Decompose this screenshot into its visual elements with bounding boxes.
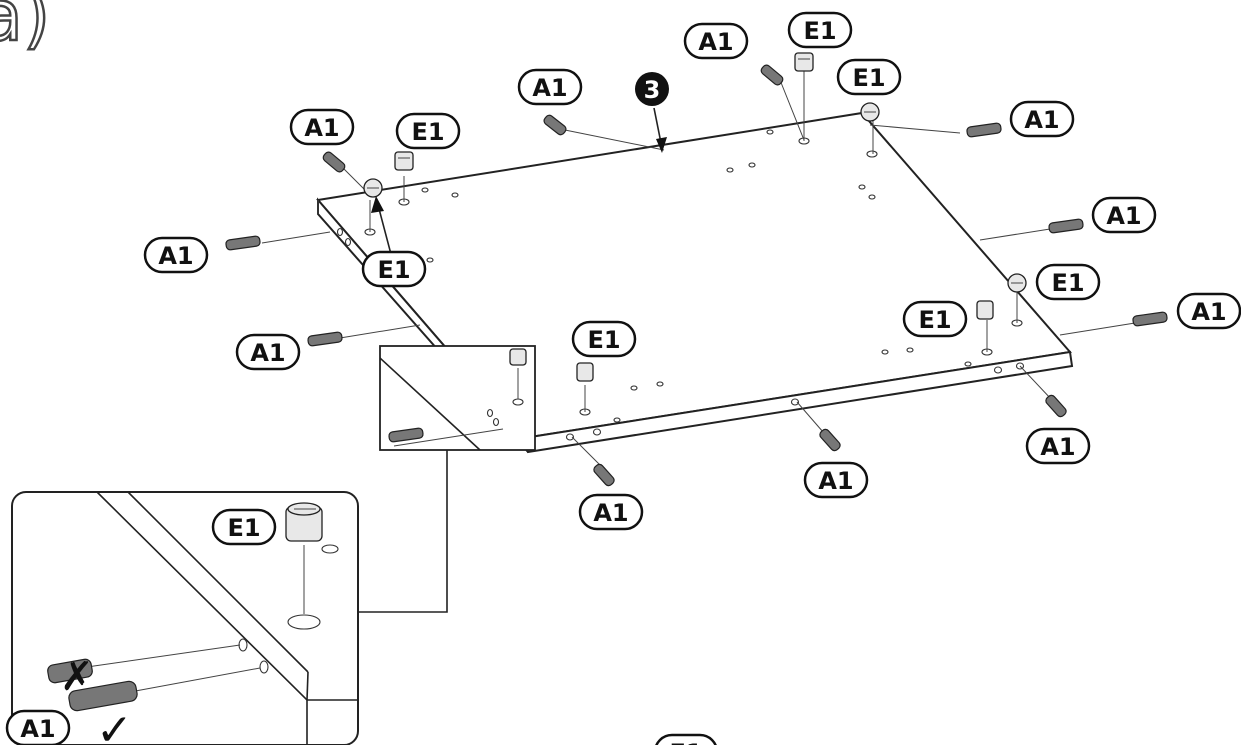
dowel-icon — [543, 114, 567, 136]
dowel-icon — [966, 122, 1002, 138]
part-label-text: E1 — [1051, 269, 1084, 297]
detail-inset: ✗ ✓ — [11, 491, 359, 745]
step-marker: 3 — [635, 72, 669, 153]
dowel-icon — [819, 428, 841, 452]
cam-lock-icon — [1007, 273, 1027, 293]
cam-lock-icon — [576, 362, 594, 382]
part-label-a1: A1 — [235, 333, 301, 371]
cam-locks — [363, 52, 1027, 382]
part-label-text: A1 — [818, 467, 853, 495]
dowel-icon — [307, 331, 343, 347]
part-label-bottom-partial: E1 — [655, 733, 717, 745]
part-label-text: A1 — [20, 715, 55, 743]
cam-lock-icon — [394, 151, 414, 171]
part-label-text: A1 — [250, 339, 285, 367]
part-label-text: E1 — [587, 326, 620, 354]
part-label-a1: A1 — [5, 709, 71, 745]
part-label-text: A1 — [532, 74, 567, 102]
part-label-e1: E1 — [902, 300, 968, 338]
part-label-e1: E1 — [361, 250, 427, 288]
part-label-text: A1 — [1024, 106, 1059, 134]
pointer-arrow — [371, 196, 393, 259]
dowel-icon — [1132, 311, 1168, 327]
step-number: 3 — [644, 76, 661, 104]
dowel-icon — [760, 64, 784, 86]
part-label-text: A1 — [1106, 202, 1141, 230]
part-label-text: E1 — [918, 306, 951, 334]
part-label-a1: A1 — [1025, 427, 1091, 465]
dowel-wrong-icon — [47, 658, 93, 684]
part-label-text: A1 — [698, 28, 733, 56]
part-label-a1: A1 — [143, 236, 209, 274]
part-label-text: E1 — [227, 514, 260, 542]
dowel-icon — [1048, 218, 1084, 234]
dowel-icon — [1045, 394, 1067, 418]
part-label-text: E1 — [669, 739, 702, 745]
dowel-icon — [593, 463, 615, 487]
part-label-text: E1 — [411, 118, 444, 146]
part-label-a1: A1 — [517, 68, 583, 106]
part-label-text: E1 — [852, 64, 885, 92]
part-label-e1: E1 — [571, 320, 637, 358]
part-label-text: A1 — [158, 242, 193, 270]
inset-box — [358, 345, 536, 613]
part-label-a1: A1 — [1176, 292, 1241, 330]
cam-lock-icon — [363, 178, 383, 198]
dowel-icon — [322, 151, 346, 173]
part-label-a1: A1 — [1091, 196, 1157, 234]
part-label-text: A1 — [593, 499, 628, 527]
dowels — [225, 64, 1168, 487]
guide-lines — [261, 70, 1136, 471]
cam-lock-icon — [976, 300, 994, 320]
part-label-text: E1 — [803, 17, 836, 45]
cam-lock-icon — [794, 52, 814, 72]
cam-lock-detail-icon — [285, 502, 339, 554]
part-label-a1: A1 — [803, 461, 869, 499]
dowel-icon — [225, 235, 261, 251]
part-label-e1: E1 — [1035, 263, 1101, 301]
part-label-a1: A1 — [578, 493, 644, 531]
part-label-e1: E1 — [836, 58, 902, 96]
part-label-text: A1 — [1191, 298, 1226, 326]
part-label-e1: E1 — [395, 112, 461, 150]
part-label-text: E1 — [377, 256, 410, 284]
dowel-icon — [388, 427, 424, 443]
part-label-a1: A1 — [289, 108, 355, 146]
cam-lock-icon — [509, 348, 527, 366]
part-label-e1: E1 — [211, 508, 277, 546]
part-label-text: A1 — [304, 114, 339, 142]
heading-partial: a) — [0, 0, 50, 57]
cam-lock-icon — [860, 102, 880, 122]
check-mark-icon: ✓ — [96, 705, 133, 745]
dowel-correct-icon — [68, 680, 138, 712]
part-label-a1: A1 — [683, 22, 749, 60]
part-label-e1: E1 — [787, 11, 853, 49]
part-label-text: A1 — [1040, 433, 1075, 461]
part-label-a1: A1 — [1009, 100, 1075, 138]
